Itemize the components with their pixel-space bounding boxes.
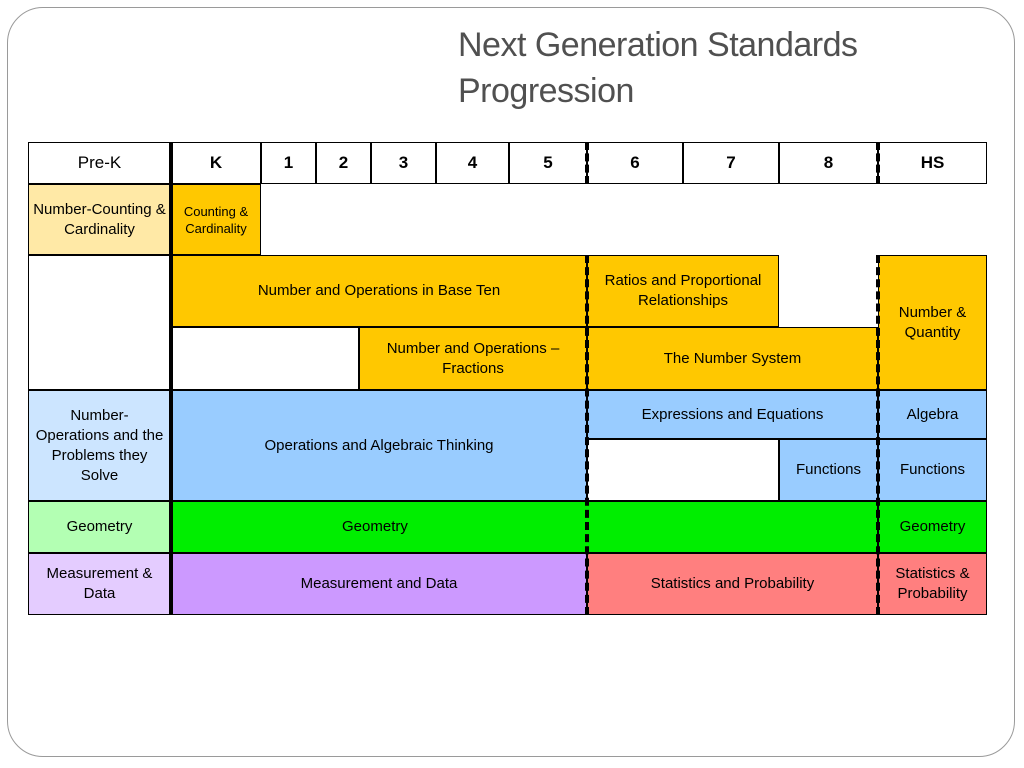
k-counting-cardinality: Counting & Cardinality	[171, 184, 261, 255]
number-operations-fractions: Number and Operations – Fractions	[359, 327, 587, 390]
hs-statistics-probability: Statistics & Probability	[878, 553, 987, 615]
the-number-system: The Number System	[587, 327, 878, 390]
header-grade-6: 6	[587, 142, 683, 184]
divider-8-hs	[876, 142, 880, 184]
statistics-and-probability: Statistics and Probability	[587, 553, 878, 615]
divider-prek-k	[169, 142, 173, 615]
ratios-proportional-relationships: Ratios and Proportional Relationships	[587, 255, 779, 327]
header-grade-8: 8	[779, 142, 878, 184]
grade-8-functions: Functions	[779, 439, 878, 501]
operations-algebraic-thinking: Operations and Algebraic Thinking	[171, 390, 587, 501]
functions-empty-6-7	[587, 439, 779, 501]
header-grade-5: 5	[509, 142, 587, 184]
number-operations-base-ten: Number and Operations in Base Ten	[171, 255, 587, 327]
prek-counting-cardinality: Number-Counting & Cardinality	[28, 184, 171, 255]
prek-geometry: Geometry	[28, 501, 171, 553]
geometry: Geometry	[171, 501, 878, 553]
prek-measurement-data: Measurement & Data	[28, 553, 171, 615]
prek-number-empty	[28, 255, 171, 390]
header-grade-4: 4	[436, 142, 509, 184]
hs-algebra: Algebra	[878, 390, 987, 439]
measurement-and-data: Measurement and Data	[171, 553, 587, 615]
header-grade-7: 7	[683, 142, 779, 184]
hs-geometry: Geometry	[878, 501, 987, 553]
page-title: Next Generation Standards Progression	[458, 22, 998, 114]
header-grade-3: 3	[371, 142, 436, 184]
title-line-2: Progression	[458, 72, 634, 110]
hs-functions: Functions	[878, 439, 987, 501]
title-line-1: Next Generation Standards	[458, 26, 858, 64]
header-k: K	[171, 142, 261, 184]
header-grade-1: 1	[261, 142, 316, 184]
header-prek: Pre-K	[28, 142, 171, 184]
prek-number-operations: Number- Operations and the Problems they…	[28, 390, 171, 501]
hs-number-quantity: Number & Quantity	[878, 255, 987, 390]
header-grade-2: 2	[316, 142, 371, 184]
header-hs: HS	[878, 142, 987, 184]
divider-5-6	[585, 142, 589, 184]
number-empty-k-2	[171, 327, 359, 390]
expressions-equations: Expressions and Equations	[587, 390, 878, 439]
divider-5-6-lower	[585, 255, 589, 615]
divider-8-hs-lower	[876, 255, 880, 615]
